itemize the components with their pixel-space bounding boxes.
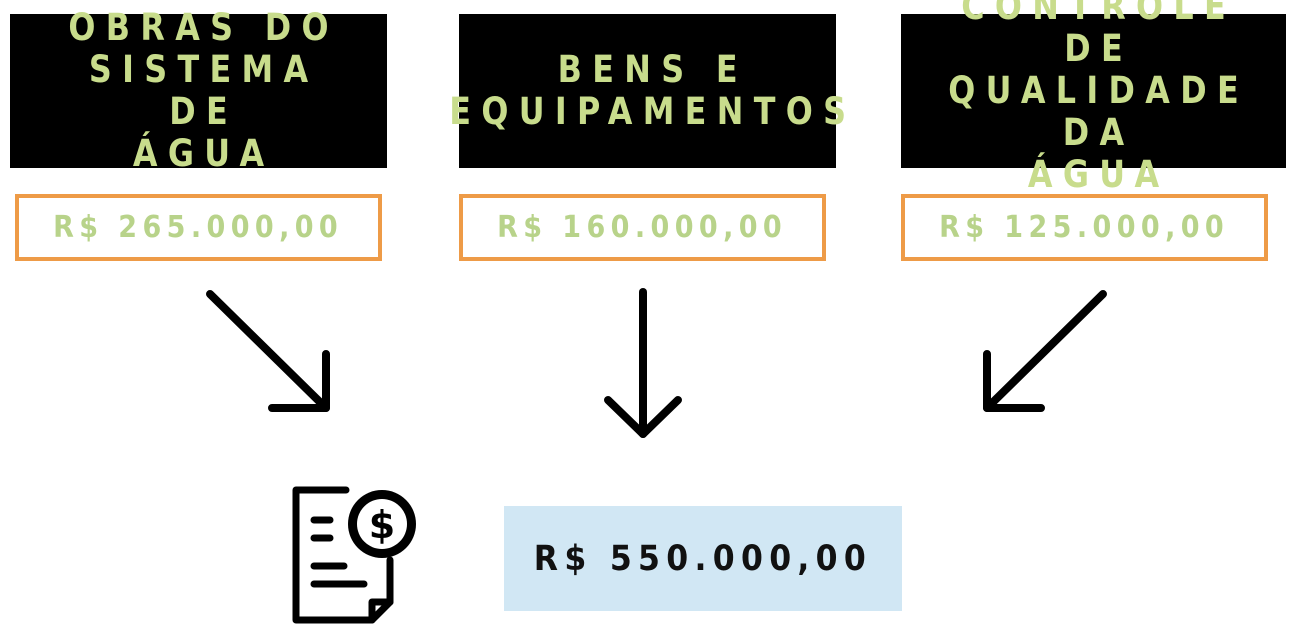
category-box-controle: CONTROLE DE QUALIDADE DA ÁGUA bbox=[901, 0, 1286, 196]
amount-obras: R$ 265.000,00 bbox=[53, 210, 344, 245]
category-title-obras: OBRAS DO SISTEMA DE ÁGUA bbox=[68, 6, 339, 175]
amount-box-controle: R$ 125.000,00 bbox=[901, 194, 1268, 261]
arrow-down-icon bbox=[604, 288, 682, 438]
arrow-down-right-icon bbox=[206, 290, 330, 412]
amount-bens: R$ 160.000,00 bbox=[497, 210, 788, 245]
invoice-dollar-icon: $ bbox=[292, 486, 416, 624]
total-amount: R$ 550.000,00 bbox=[533, 538, 873, 579]
category-box-bens: BENS E EQUIPAMENTOS bbox=[449, 14, 846, 168]
category-title-bens: BENS E EQUIPAMENTOS bbox=[449, 48, 857, 133]
amount-box-bens: R$ 160.000,00 bbox=[459, 194, 826, 261]
svg-text:$: $ bbox=[369, 503, 395, 547]
arrow-down-left-icon bbox=[983, 290, 1107, 412]
total-box: R$ 550.000,00 bbox=[504, 506, 902, 611]
category-title-controle: CONTROLE DE QUALIDADE DA ÁGUA bbox=[948, 0, 1250, 196]
category-box-obras: OBRAS DO SISTEMA DE ÁGUA bbox=[10, 7, 387, 175]
amount-controle: R$ 125.000,00 bbox=[939, 210, 1230, 245]
amount-box-obras: R$ 265.000,00 bbox=[15, 194, 382, 261]
